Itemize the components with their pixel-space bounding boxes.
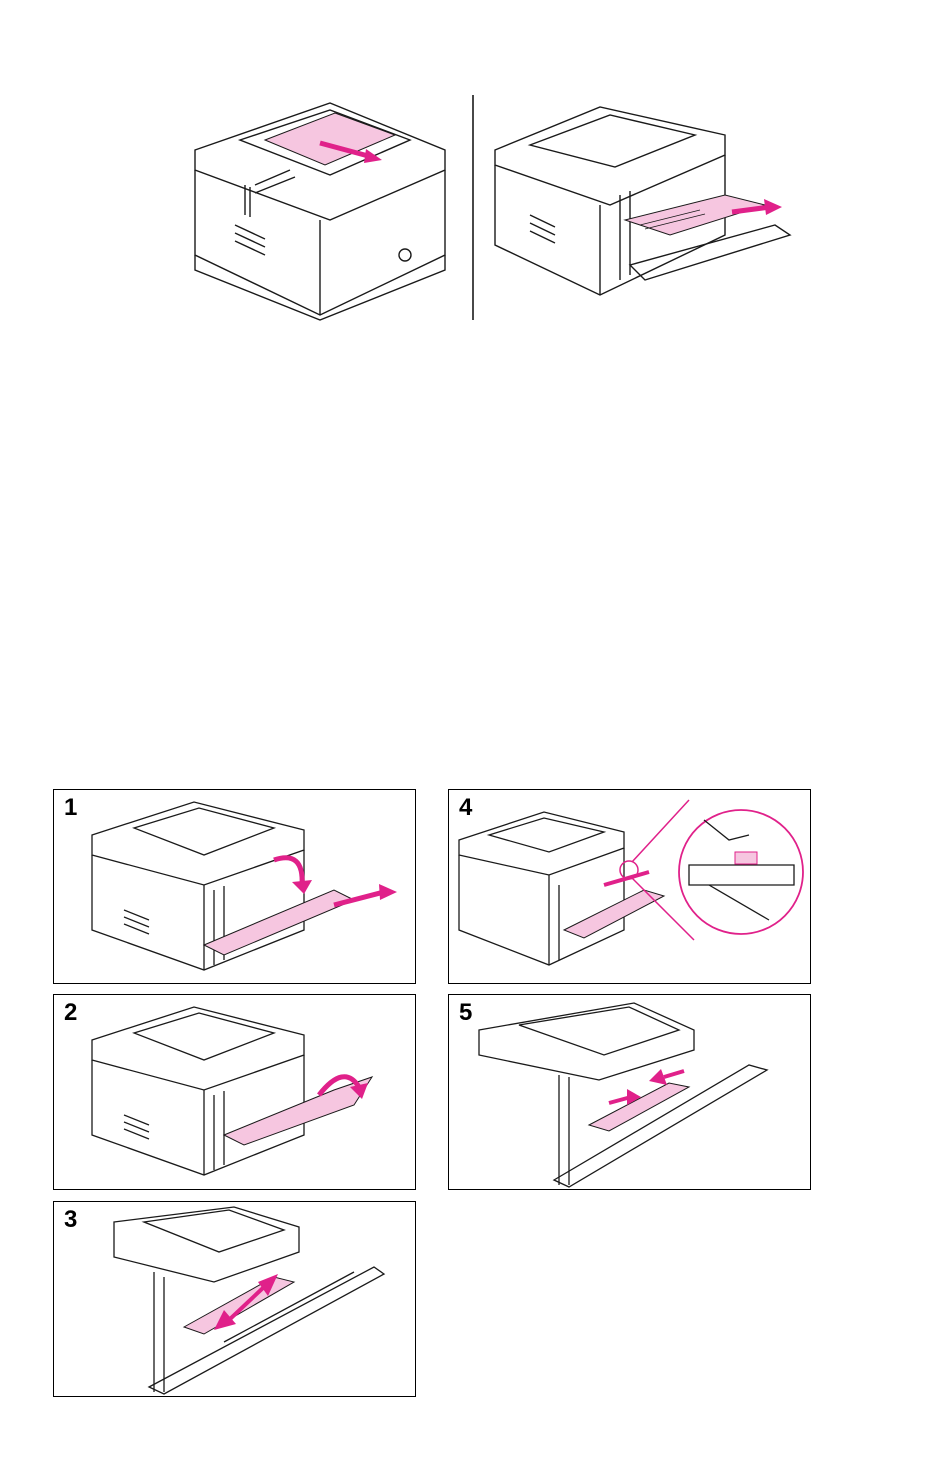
step-panel-4: 4 — [448, 789, 811, 984]
step-1-figure — [54, 790, 417, 985]
step-2-figure — [54, 995, 417, 1191]
step-3-figure — [54, 1202, 417, 1398]
top-illustration — [180, 95, 800, 325]
step-panel-5: 5 — [448, 994, 811, 1190]
step-panel-3: 3 — [53, 1201, 416, 1397]
step-panel-1: 1 — [53, 789, 416, 984]
step-panel-2: 2 — [53, 994, 416, 1190]
step-5-figure — [449, 995, 812, 1191]
step-4-figure — [449, 790, 812, 985]
output-paths-figure — [180, 95, 800, 325]
